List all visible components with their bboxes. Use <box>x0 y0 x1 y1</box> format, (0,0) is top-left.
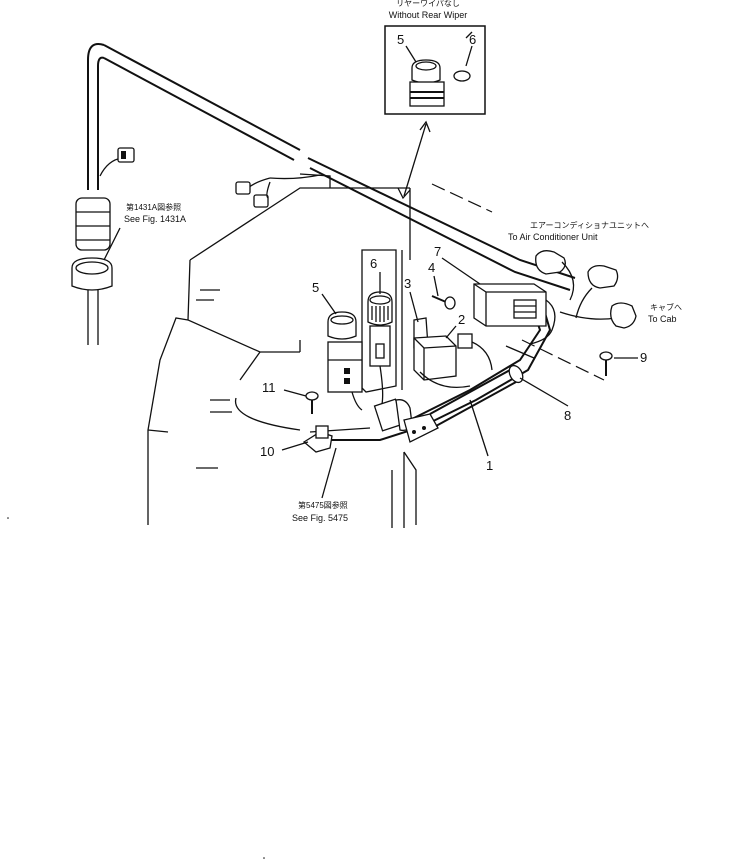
small-connector <box>457 333 493 371</box>
fig1431-jp-label: 第1431A図参照 <box>126 202 181 212</box>
inset-part-5-label: 5 <box>397 32 404 47</box>
fig5475-leader <box>321 447 337 499</box>
part-4-bolt <box>431 295 456 310</box>
part-8-label: 8 <box>564 408 571 423</box>
fig5475-jp-label: 第5475図参照 <box>298 500 348 510</box>
grommet-leader <box>103 227 121 261</box>
cab-jp-label: キャブへ <box>650 302 682 312</box>
dashed-leaders <box>431 183 605 381</box>
part-8-conduit <box>429 345 535 427</box>
part-3-label: 3 <box>404 276 411 291</box>
part-11-bolt <box>305 391 319 414</box>
connector-pair <box>235 177 271 208</box>
inset-arrow <box>397 120 431 200</box>
part-9-bolt <box>599 351 613 376</box>
part-2-label: 2 <box>458 312 465 327</box>
aircon-connectors <box>535 250 619 319</box>
part-2-relay <box>413 335 471 389</box>
part-7-label: 7 <box>434 244 441 259</box>
inset-cap <box>453 70 471 82</box>
part-4-label: 4 <box>428 260 435 275</box>
connector-top-left <box>99 147 135 177</box>
part-5-label: 5 <box>312 280 319 295</box>
scan-speck <box>7 517 9 519</box>
rear-wiper-en-label: Without Rear Wiper <box>389 10 468 20</box>
switch-assembly <box>327 249 413 432</box>
cab-en-label: To Cab <box>648 314 677 324</box>
grommet <box>71 197 113 291</box>
machine-body-outline <box>147 187 417 528</box>
part-1-label: 1 <box>486 458 493 473</box>
part-11-label: 11 <box>262 380 276 395</box>
part-number-labels: 1 2 3 4 5 6 7 8 9 10 11 <box>260 244 647 473</box>
rear-wiper-jp-label: リヤーワイパなし <box>396 0 460 8</box>
scan-speck <box>263 857 265 859</box>
inset-switch-knob <box>409 59 445 107</box>
fig1431-en-label: See Fig. 1431A <box>124 214 186 224</box>
aircon-jp-label: エアーコンディショナユニットへ <box>530 220 649 230</box>
part-7-unit <box>473 283 556 345</box>
inset-without-rear-wiper: リヤーワイパなし Without Rear Wiper 5 6 <box>384 0 486 115</box>
aircon-en-label: To Air Conditioner Unit <box>508 232 598 242</box>
inset-part-6-label: 6 <box>469 32 476 47</box>
cab-connector <box>559 302 637 329</box>
part-9-label: 9 <box>640 350 647 365</box>
fig5475-en-label: See Fig. 5475 <box>292 513 348 523</box>
part-10-clamp <box>302 425 333 453</box>
part-6-label: 6 <box>370 256 377 271</box>
part-10-label: 10 <box>260 444 274 459</box>
